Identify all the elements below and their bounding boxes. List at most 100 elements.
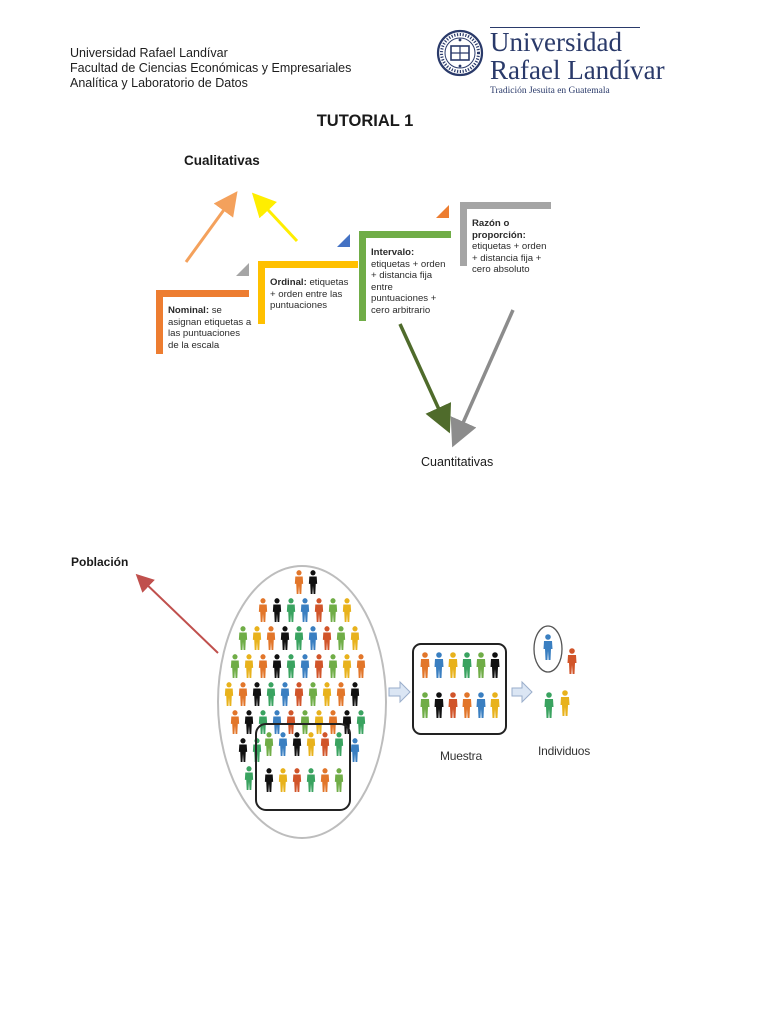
logo-word-rafael-landivar: Rafael Landívar xyxy=(490,55,665,85)
logo-tagline: Tradición Jesuita en Guatemala xyxy=(490,86,610,96)
university-seal-icon xyxy=(436,29,484,77)
ratio-term: Razón o proporción: xyxy=(472,218,526,241)
person-icon xyxy=(280,626,290,650)
scales-diagram xyxy=(156,191,551,448)
person-icon xyxy=(278,768,288,792)
person-icon xyxy=(264,768,274,792)
person-icon xyxy=(292,732,302,756)
person-icon xyxy=(320,768,330,792)
page-title: TUTORIAL 1 xyxy=(316,112,414,130)
interval-description: Intervalo: etiquetas + orden + distancia… xyxy=(371,247,449,316)
person-icon xyxy=(244,766,254,790)
person-icon xyxy=(300,598,310,622)
person-icon xyxy=(258,598,268,622)
person-icon xyxy=(543,634,553,660)
qualitative-label: Cualitativas xyxy=(184,153,260,168)
person-icon xyxy=(342,654,352,678)
selected-individual-circle xyxy=(533,625,563,673)
person-icon xyxy=(420,652,430,678)
person-icon xyxy=(306,768,316,792)
ratio-box xyxy=(460,202,551,266)
person-icon xyxy=(252,738,262,762)
person-icon xyxy=(334,768,344,792)
population-label: Población xyxy=(71,555,129,569)
person-icon xyxy=(560,690,570,716)
university-logo: Universidad Rafael Landívar Tradición Je… xyxy=(436,27,665,99)
person-icon xyxy=(336,626,346,650)
person-icon xyxy=(252,682,262,706)
person-icon xyxy=(306,732,316,756)
sample-people xyxy=(420,652,500,718)
person-icon xyxy=(314,598,324,622)
nominal-box xyxy=(156,263,249,354)
person-icon xyxy=(292,768,302,792)
person-icon xyxy=(434,652,444,678)
person-icon xyxy=(238,738,248,762)
ordinal-box xyxy=(258,234,358,324)
person-icon xyxy=(334,732,344,756)
nominal-text: se asignan etiquetas a las puntuaciones … xyxy=(168,305,252,351)
person-icon xyxy=(264,732,274,756)
person-icon xyxy=(342,598,352,622)
ordinal-text: etiquetas + orden entre las puntuaciones xyxy=(270,277,349,311)
person-icon xyxy=(308,626,318,650)
header-course: Analítica y Laboratorio de Datos xyxy=(70,76,248,90)
person-icon xyxy=(448,692,458,718)
person-icon xyxy=(320,732,330,756)
person-icon xyxy=(278,732,288,756)
ordinal-description: Ordinal: etiquetas + orden entre las pun… xyxy=(270,277,350,312)
arrow-ratio-to-quantitative xyxy=(450,309,515,448)
arrow-right-icon xyxy=(511,680,533,704)
person-icon xyxy=(322,682,332,706)
ratio-text: etiquetas + orden + distancia fija + cer… xyxy=(472,241,547,275)
person-icon xyxy=(272,710,282,734)
person-icon xyxy=(420,692,430,718)
person-icon xyxy=(567,648,577,674)
person-icon xyxy=(238,626,248,650)
arrow-right-icon xyxy=(388,680,411,704)
header-university: Universidad Rafael Landívar xyxy=(70,46,228,60)
interval-box xyxy=(359,205,451,321)
person-icon xyxy=(258,710,268,734)
person-icon xyxy=(434,692,444,718)
person-icon xyxy=(314,654,324,678)
person-icon xyxy=(350,626,360,650)
person-icon xyxy=(244,710,254,734)
person-icon xyxy=(308,682,318,706)
person-icon xyxy=(258,654,268,678)
person-icon xyxy=(286,710,296,734)
logo-word-universidad: Universidad xyxy=(490,27,622,57)
person-icon xyxy=(490,652,500,678)
sample-label: Muestra xyxy=(440,749,482,763)
person-icon xyxy=(230,654,240,678)
individuals-label: Individuos xyxy=(538,744,591,758)
person-icon xyxy=(294,626,304,650)
ordinal-term: Ordinal: xyxy=(270,277,307,288)
arrow-to-population-label xyxy=(135,573,219,654)
person-icon xyxy=(224,682,234,706)
person-icon xyxy=(294,570,304,594)
person-icon xyxy=(350,738,360,762)
person-icon xyxy=(286,654,296,678)
person-icon xyxy=(230,710,240,734)
person-icon xyxy=(266,626,276,650)
population-circle xyxy=(217,565,387,839)
arrow-nominal-to-qualitative xyxy=(184,191,238,263)
person-icon xyxy=(252,626,262,650)
population-people xyxy=(224,570,366,792)
person-icon xyxy=(328,710,338,734)
person-icon xyxy=(462,652,472,678)
person-icon xyxy=(294,682,304,706)
person-icon xyxy=(238,682,248,706)
person-icon xyxy=(272,654,282,678)
person-icon xyxy=(280,682,290,706)
person-icon xyxy=(300,654,310,678)
person-icon xyxy=(356,654,366,678)
ratio-description: Razón o proporción: etiquetas + orden + … xyxy=(472,218,552,276)
person-icon xyxy=(544,692,554,718)
person-icon xyxy=(328,654,338,678)
arrow-ordinal-to-qualitative xyxy=(251,192,299,243)
person-icon xyxy=(490,692,500,718)
person-icon xyxy=(244,654,254,678)
nominal-term: Nominal: xyxy=(168,305,210,316)
